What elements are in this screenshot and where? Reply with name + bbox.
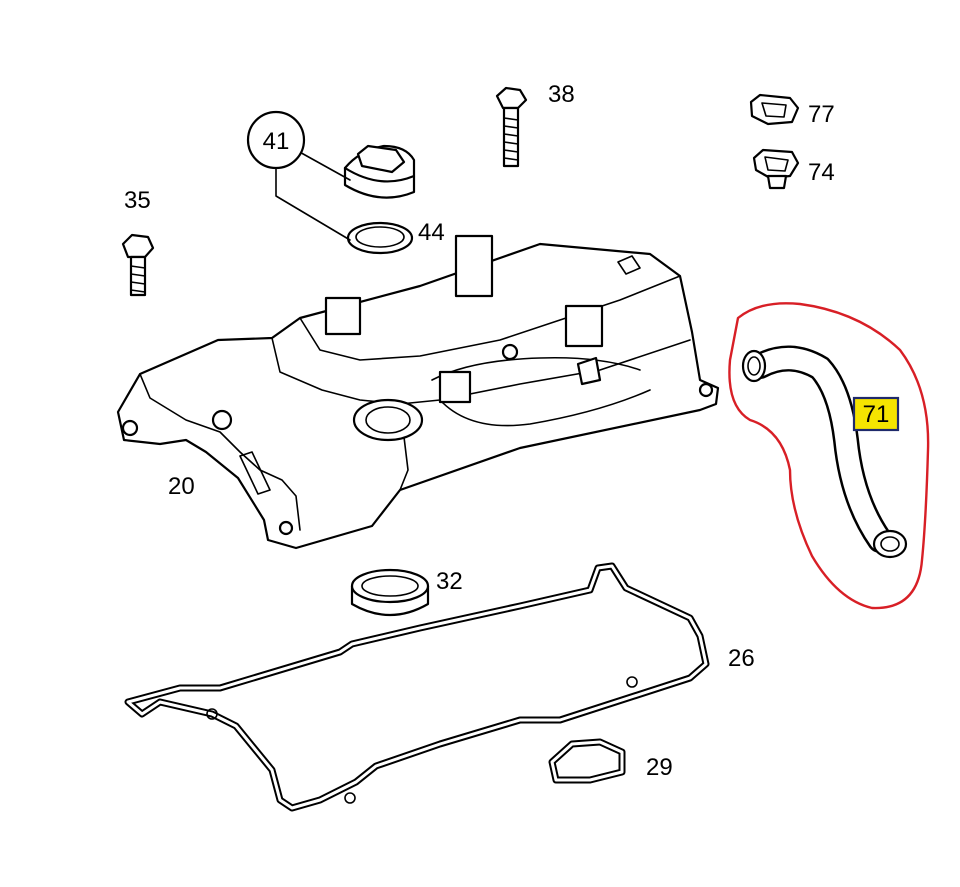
label-41: 41 — [263, 128, 290, 155]
part-71-breather-hose — [741, 345, 908, 559]
label-44: 44 — [418, 219, 445, 246]
label-74: 74 — [808, 159, 835, 186]
part-74-clip — [752, 148, 800, 190]
callout-41: 41 — [246, 110, 351, 241]
label-71: 71 — [863, 401, 890, 428]
label-35: 35 — [124, 187, 151, 214]
label-26: 26 — [728, 645, 755, 672]
part-26-gasket — [124, 562, 710, 812]
part-35-bolt — [121, 233, 155, 297]
part-32-seal-ring — [350, 568, 430, 617]
part-29-gasket — [548, 738, 626, 784]
label-20: 20 — [168, 473, 195, 500]
highlight-label-71: 71 — [852, 396, 900, 432]
part-20-valve-cover — [116, 234, 720, 550]
label-29: 29 — [646, 754, 673, 781]
part-41-filler-cap — [343, 144, 416, 199]
part-38-bolt — [495, 86, 528, 168]
part-77-clip — [749, 93, 800, 126]
label-32: 32 — [436, 568, 463, 595]
label-77: 77 — [808, 101, 835, 128]
highlight-outline — [728, 302, 930, 610]
label-38: 38 — [548, 81, 575, 108]
part-44-seal-ring — [346, 221, 414, 255]
